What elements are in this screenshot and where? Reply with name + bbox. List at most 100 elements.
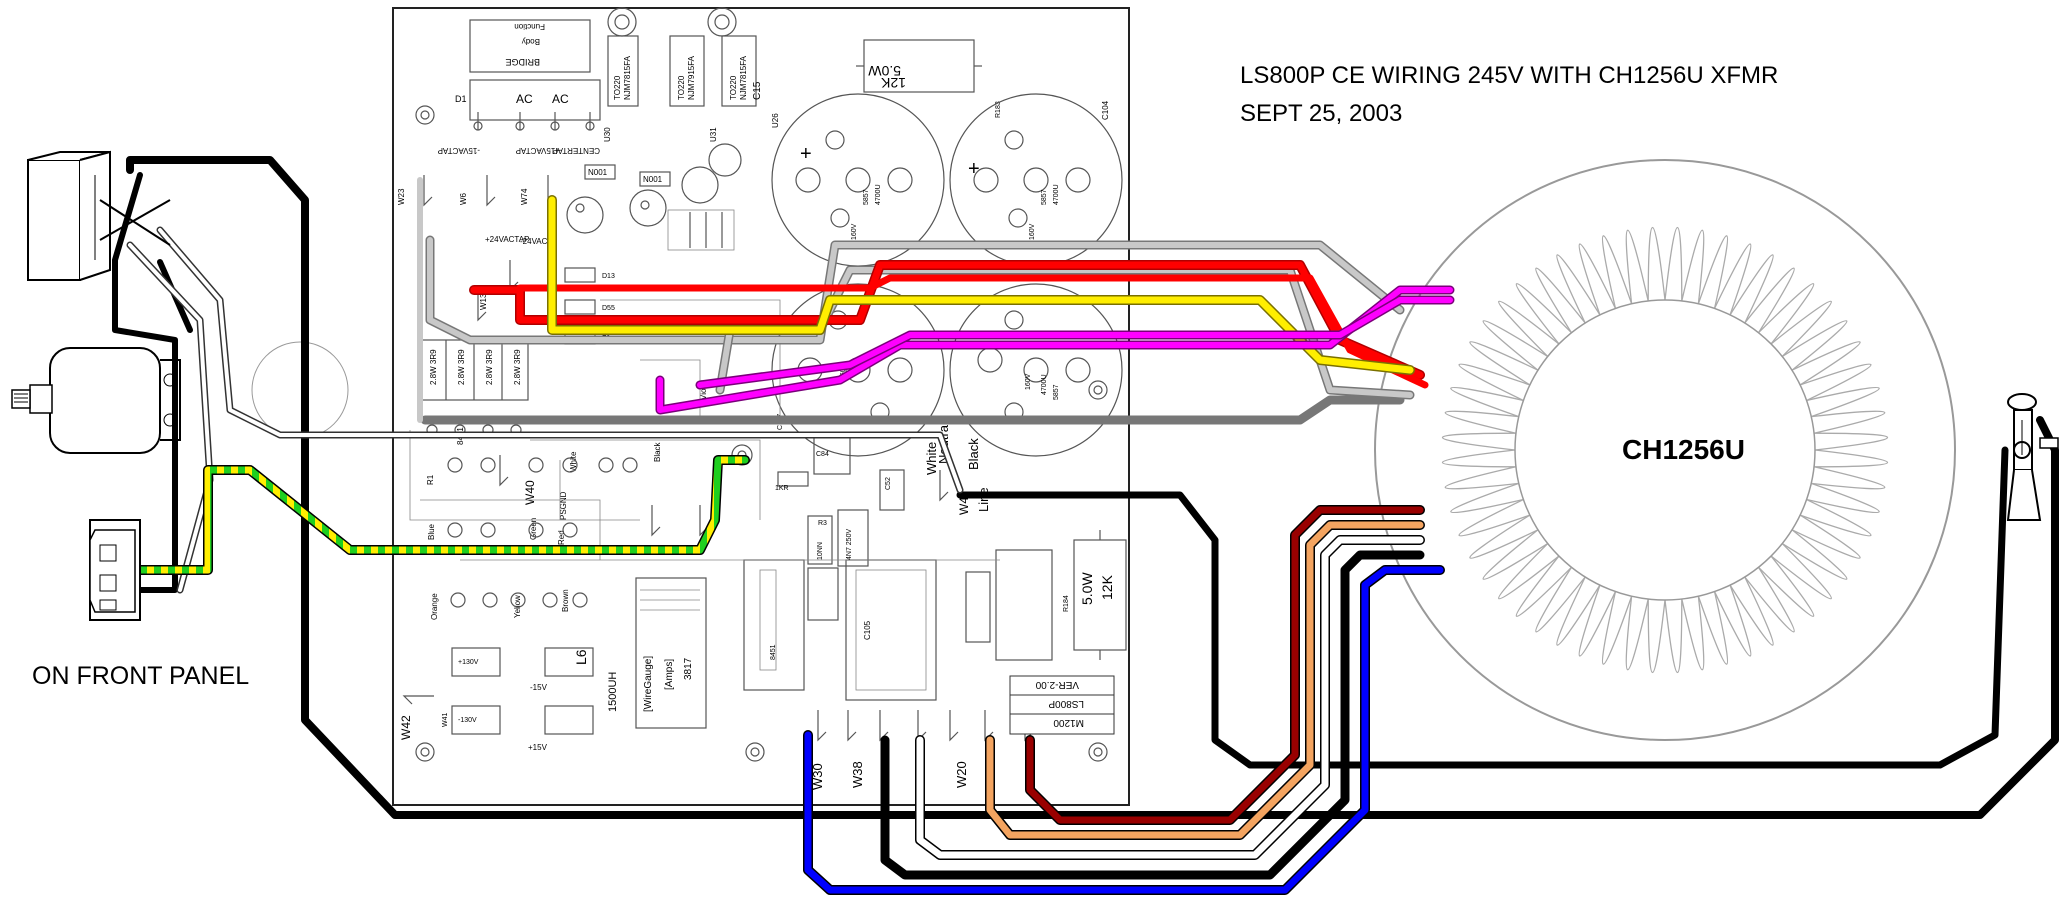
- toroid-winding: [1450, 386, 1524, 418]
- toroid-winding: [1770, 300, 1832, 357]
- svg-text:L6: L6: [573, 649, 589, 665]
- toroid-winding: [1442, 432, 1516, 451]
- wire-gray-lower: [420, 395, 1405, 425]
- svg-text:TO220: TO220: [613, 75, 622, 100]
- svg-text:4700U: 4700U: [875, 184, 882, 205]
- svg-text:N001: N001: [643, 175, 663, 184]
- wire-ground: [106, 456, 749, 574]
- toroid-winding: [1625, 229, 1649, 304]
- svg-text:VER-2.00: VER-2.00: [1035, 679, 1079, 690]
- svg-text:+15V: +15V: [528, 743, 548, 752]
- resistor-r184: 5.0W 12K R184: [1063, 530, 1127, 660]
- svg-text:NJM7815FA: NJM7815FA: [739, 55, 748, 100]
- wires: [105, 156, 2059, 895]
- toroid-winding: [1664, 227, 1683, 301]
- toroid-winding: [1601, 235, 1633, 309]
- toroid-winding: [1799, 363, 1872, 402]
- toroid-winding: [1515, 555, 1572, 617]
- toroid-winding: [1806, 482, 1880, 514]
- svg-text:-15V: -15V: [530, 683, 548, 692]
- svg-text:Orange: Orange: [430, 593, 439, 620]
- svg-text:M1200: M1200: [1053, 717, 1084, 728]
- svg-text:Function: Function: [514, 22, 545, 31]
- svg-text:Line: Line: [976, 487, 991, 512]
- svg-text:5857: 5857: [1041, 189, 1048, 205]
- svg-text:Black: Black: [966, 438, 981, 470]
- toroid-winding: [1469, 514, 1539, 559]
- inductor-l6: L6 1500UH [WireGauge] [Amps] 3817: [573, 577, 707, 729]
- svg-text:[WireGauge]: [WireGauge]: [643, 656, 654, 712]
- toroid-winding: [1811, 466, 1886, 490]
- toroid-winding: [1482, 320, 1549, 371]
- toroid-winding: [1664, 599, 1683, 673]
- svg-text:W40: W40: [523, 480, 537, 505]
- svg-text:12K: 12K: [880, 75, 906, 91]
- svg-text:Black: Black: [653, 441, 662, 462]
- toroid-winding: [1556, 576, 1601, 646]
- toroid-winding: [1601, 591, 1633, 665]
- toroid-winding: [1450, 482, 1524, 514]
- svg-text:CENTERTAP: CENTERTAP: [552, 146, 600, 155]
- fuse-holders: +130V -130V -15V +15V: [451, 647, 594, 752]
- wire-black-main: [126, 156, 2059, 819]
- svg-text:TO220: TO220: [677, 75, 686, 100]
- svg-text:Body: Body: [522, 37, 540, 46]
- svg-text:PSGND: PSGND: [559, 491, 568, 520]
- svg-text:5857: 5857: [863, 189, 870, 205]
- svg-text:1500UH: 1500UH: [607, 672, 619, 712]
- svg-text:C105: C105: [863, 620, 872, 640]
- svg-text:AC: AC: [516, 92, 533, 106]
- toroid-winding: [1744, 267, 1795, 334]
- svg-text:160V: 160V: [851, 223, 858, 240]
- diagram-title-line1: LS800P CE WIRING 245V WITH CH1256U XFMR: [1240, 62, 1779, 89]
- toroid-winding: [1791, 514, 1861, 559]
- wire-magenta-2: [697, 297, 1453, 388]
- toroid-winding: [1482, 529, 1549, 580]
- diagram-title-line2: SEPT 25, 2003: [1240, 100, 1403, 127]
- regulators: NJM7815FA TO220 U30 NJM7915FA TO220 U31 …: [603, 7, 780, 142]
- svg-text:Brown: Brown: [561, 589, 570, 612]
- svg-text:-15VACTAP: -15VACTAP: [438, 146, 480, 155]
- wire-white: [158, 228, 962, 492]
- tap-labels: -15VACTAP +15VACTAP CENTERTAP +24VACTAP …: [438, 146, 600, 246]
- wire-black-line: [956, 446, 2009, 769]
- front-panel-parts: [11, 150, 181, 621]
- toroid-winding: [1535, 566, 1586, 633]
- svg-text:W30: W30: [810, 763, 825, 790]
- svg-text:White: White: [924, 442, 939, 475]
- svg-text:160V: 160V: [1029, 223, 1036, 240]
- front-panel-label: ON FRONT PANEL: [32, 662, 250, 690]
- svg-text:+24VACTAP: +24VACTAP: [485, 235, 529, 244]
- svg-text:Green: Green: [529, 518, 538, 540]
- svg-text:N001: N001: [588, 168, 608, 177]
- svg-text:D55: D55: [602, 305, 615, 312]
- svg-text:R3: R3: [818, 520, 827, 527]
- toroid-winding: [1681, 229, 1705, 304]
- svg-text:4N7 250V: 4N7 250V: [846, 529, 853, 560]
- right-sensor-icon: [2006, 393, 2059, 521]
- capacitor-c104: + 4700U 5857 160V C104: [949, 93, 1123, 267]
- svg-text:D13: D13: [602, 273, 615, 280]
- toroid-winding: [1681, 596, 1705, 671]
- toroid-winding: [1758, 283, 1815, 345]
- svg-text:+: +: [968, 158, 980, 180]
- regulator-u26: NJM7815FA TO220 U26: [707, 7, 780, 128]
- toroid-winding: [1781, 320, 1848, 371]
- transformer-label: CH1256U: [1622, 434, 1745, 465]
- wire-peach: [986, 521, 1424, 839]
- toroid-winding: [1729, 254, 1774, 324]
- svg-text:+130V: +130V: [458, 659, 479, 666]
- toroid-winding: [1647, 227, 1666, 301]
- svg-text:5.0W: 5.0W: [1079, 572, 1095, 605]
- svg-text:W6: W6: [459, 192, 468, 205]
- capacitor-c114: 160V 4700U 5857: [949, 283, 1123, 457]
- svg-text:2.8W 3R9: 2.8W 3R9: [485, 349, 494, 385]
- svg-text:LS800P: LS800P: [1048, 698, 1084, 709]
- toroid-winding: [1498, 300, 1560, 357]
- svg-text:[Amps]: [Amps]: [664, 659, 675, 690]
- board-pads: [447, 444, 753, 608]
- svg-text:Violet: Violet: [699, 379, 708, 400]
- svg-text:NJM7915FA: NJM7915FA: [687, 55, 696, 100]
- svg-text:4700U: 4700U: [1041, 374, 1048, 395]
- svg-text:C52: C52: [885, 477, 892, 490]
